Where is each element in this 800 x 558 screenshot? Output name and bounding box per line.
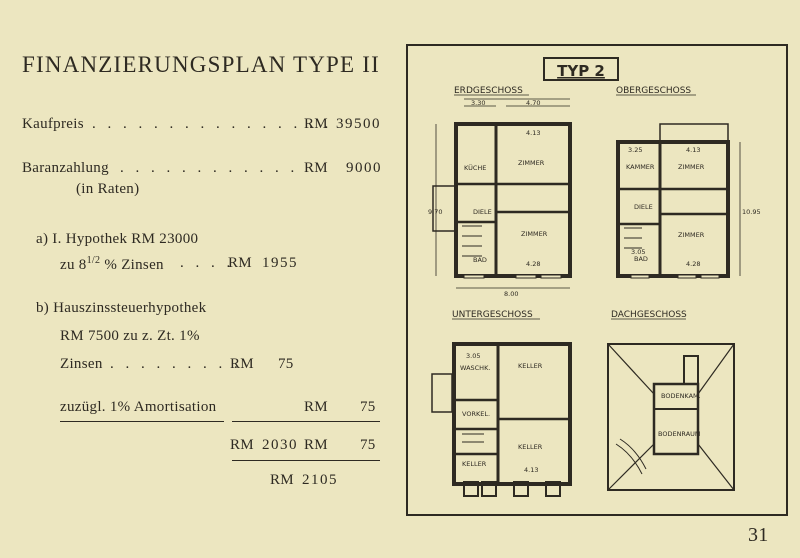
subtotal-currency-a: RM <box>230 437 254 453</box>
dimension-label: 8.00 <box>504 290 518 298</box>
hypothek-b-currency: RM <box>230 356 254 372</box>
baranzahlung-label: Baranzahlung <box>22 160 109 176</box>
hypothek-b-zinsen-label: Zinsen <box>60 356 103 372</box>
room-label: ZIMMER <box>518 159 545 167</box>
dimension-label: 3.25 <box>628 146 642 154</box>
dimension-label: 4.13 <box>524 466 538 474</box>
obergeschoss-label: OBERGESCHOSS <box>616 86 691 96</box>
dachgeschoss-labels: BODENKAM. BODENRAUM <box>658 392 701 438</box>
dimension-label: 4.28 <box>686 260 700 268</box>
hypothek-b-line1: b) Hauszinssteuerhypothek <box>36 300 207 316</box>
erdgeschoss-plan <box>432 98 572 289</box>
subtotal-amount-a: 2030 <box>262 437 298 453</box>
leader-dots: . . . . . . . . . . . . . . . . <box>92 116 333 132</box>
total-amount: 2105 <box>302 472 338 488</box>
room-label: KELLER <box>518 362 543 370</box>
room-label: ZIMMER <box>678 231 705 239</box>
dachgeschoss-plan <box>607 343 735 491</box>
amortisation-label: zuzügl. 1% Amortisation <box>60 399 217 415</box>
subtotal-amount-b: 75 <box>360 437 376 453</box>
amortisation-currency: RM <box>304 399 328 415</box>
obergeschoss-labels: KAMMER ZIMMER DIELE ZIMMER BAD 3.25 4.13… <box>626 146 761 268</box>
room-label: BAD <box>634 255 648 263</box>
untergeschoss-plan <box>431 342 572 497</box>
room-label: KELLER <box>518 443 543 451</box>
room-label: DIELE <box>634 203 653 211</box>
total-currency: RM <box>270 472 294 488</box>
room-label: BAD <box>473 256 487 264</box>
kaufpreis-currency: RM <box>304 116 328 132</box>
page-number: 31 <box>748 524 769 546</box>
dimension-label: 3.05 <box>631 248 645 256</box>
room-label: KÜCHE <box>464 163 486 172</box>
room-label: ZIMMER <box>678 163 705 171</box>
rule-right <box>232 421 380 422</box>
floor-plan-frame <box>406 44 788 516</box>
baranzahlung-amount: 9000 <box>346 160 382 176</box>
hypothek-a-amount: 1955 <box>262 255 298 271</box>
hypothek-a-line1: a) I. Hypothek RM 23000 <box>36 231 199 247</box>
room-label: VORKEL. <box>462 410 490 418</box>
typ-heading-box <box>543 57 619 81</box>
typ-heading: TYP 2 <box>557 62 605 80</box>
room-label: KELLER <box>462 460 487 468</box>
room-label: KAMMER <box>626 163 655 171</box>
floor-plans: TYP 2 ERDGESCHOSS OBERGESCHOSS UNTERGESC… <box>428 57 761 497</box>
amortisation-amount: 75 <box>360 399 376 415</box>
leader-dots: . . . . . . . . . <box>110 356 242 372</box>
obergeschoss-plan <box>616 123 741 279</box>
kaufpreis-amount: 39500 <box>336 116 381 132</box>
dimension-label: 10.95 <box>742 208 761 216</box>
hypothek-b-line2: RM 7500 zu z. Zt. 1% <box>60 328 200 344</box>
page-title: FINANZIERUNGSPLAN TYPE II <box>22 52 380 77</box>
dimension-label: 3.30 <box>471 99 485 107</box>
hypothek-a-currency: RM <box>228 255 252 271</box>
dimension-label: 4.28 <box>526 260 540 268</box>
room-label: BODENKAM. <box>661 392 701 400</box>
baranzahlung-currency: RM <box>304 160 328 176</box>
erdgeschoss-labels: KÜCHE ZIMMER DIELE ZIMMER BAD 3.30 4.70 … <box>428 99 548 298</box>
hypothek-a-line2: zu 81/2 % Zinsen <box>60 255 164 273</box>
kaufpreis-label: Kaufpreis <box>22 116 84 132</box>
untergeschoss-label: UNTERGESCHOSS <box>452 310 533 320</box>
dimension-label: 3.05 <box>466 352 480 360</box>
dimension-label: 4.13 <box>526 129 540 137</box>
rule-subtotal <box>232 460 380 461</box>
leader-dots: . . . . <box>180 255 235 271</box>
dimension-label: 4.70 <box>526 99 540 107</box>
room-label: WASCHK. <box>460 364 490 372</box>
room-label: BODENRAUM <box>658 430 701 438</box>
rule-left <box>60 421 224 422</box>
room-label: DIELE <box>473 208 492 216</box>
subtotal-currency-b: RM <box>304 437 328 453</box>
erdgeschoss-label: ERDGESCHOSS <box>454 86 523 96</box>
dimension-label: 9.70 <box>428 208 442 216</box>
baranzahlung-note: (in Raten) <box>76 181 140 197</box>
untergeschoss-labels: WASCHK. KELLER VORKEL. KELLER KELLER 3.0… <box>460 352 543 474</box>
leader-dots: . . . . . . . . . . . . <box>120 160 299 176</box>
room-label: ZIMMER <box>521 230 548 238</box>
hypothek-b-amount: 75 <box>278 356 294 372</box>
dimension-label: 4.13 <box>686 146 700 154</box>
dachgeschoss-label: DACHGESCHOSS <box>611 310 687 320</box>
